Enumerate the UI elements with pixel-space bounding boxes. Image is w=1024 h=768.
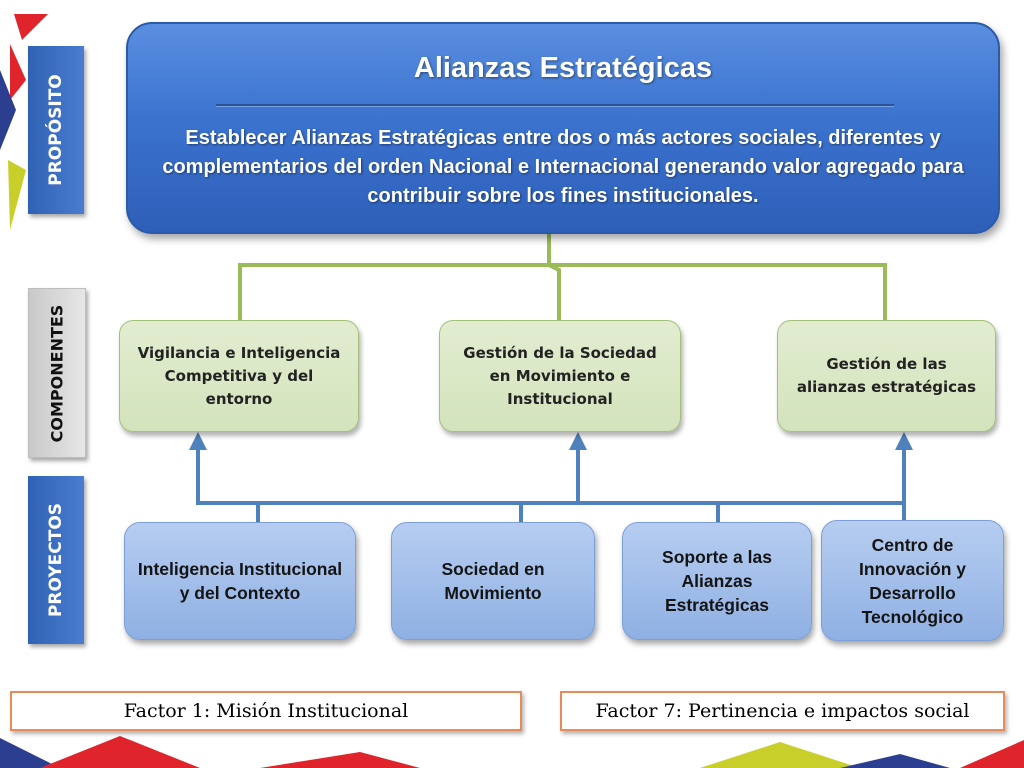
label-proyectos: PROYECTOS	[28, 476, 84, 644]
arrow-heads	[189, 432, 913, 450]
purpose-divider	[216, 104, 894, 107]
factor-7: Factor 7: Pertinencia e impactos social	[560, 691, 1005, 731]
purpose-description: Establecer Alianzas Estratégicas entre d…	[162, 127, 964, 207]
blue-connectors	[196, 440, 906, 522]
project-soporte: Soporte a las Alianzas Estratégicas	[622, 522, 812, 640]
green-connectors	[238, 230, 887, 320]
project-centro-innovacion: Centro de Innovación y Desarrollo Tecnol…	[821, 520, 1004, 641]
bottom-decoration	[0, 736, 1024, 768]
purpose-box: Alianzas Estratégicas Establecer Alianza…	[126, 22, 1000, 234]
label-componentes: COMPONENTES	[28, 288, 86, 458]
purpose-title: Alianzas Estratégicas	[413, 52, 713, 84]
factor-1: Factor 1: Misión Institucional	[10, 691, 522, 731]
component-vigilancia: Vigilancia e Inteligencia Competitiva y …	[119, 320, 359, 432]
project-inteligencia: Inteligencia Institucional y del Context…	[124, 522, 356, 640]
label-proposito: PROPÓSITO	[28, 46, 84, 214]
project-sociedad: Sociedad en Movimiento	[391, 522, 595, 640]
component-gestion-sociedad: Gestión de la Sociedad en Movimiento e I…	[439, 320, 681, 432]
component-gestion-alianzas: Gestión de las alianzas estratégicas	[777, 320, 996, 432]
left-decoration	[0, 14, 48, 230]
